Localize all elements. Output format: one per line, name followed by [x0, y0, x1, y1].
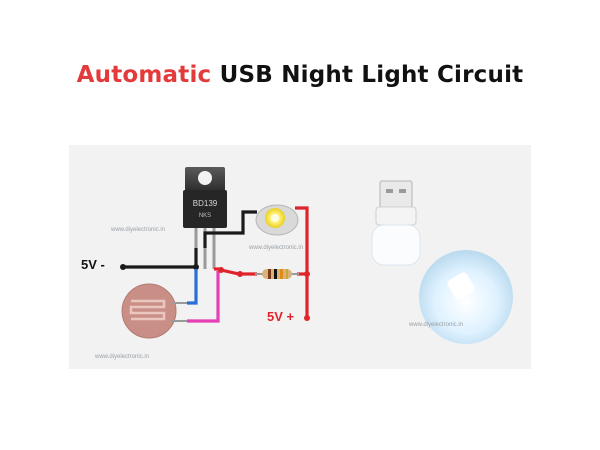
node-5v-negative — [120, 264, 126, 270]
wire-red-positive — [295, 206, 309, 318]
watermark: www.diyelectronic.in — [94, 354, 149, 360]
title-accent: Automatic — [76, 62, 212, 88]
ldr-track — [129, 299, 166, 321]
transistor: BD139 NKS — [183, 167, 227, 269]
node-base-junction — [237, 271, 243, 277]
led — [255, 204, 299, 236]
watermark: www.diyelectronic.in — [110, 227, 165, 233]
watermark: www.diyelectronic.in — [408, 322, 463, 328]
wire-blue — [187, 269, 198, 305]
watermark: www.diyelectronic.in — [248, 245, 303, 251]
ldr-body — [121, 283, 177, 339]
circuit-diagram: BD139 NKS — [81, 167, 513, 360]
title-rest: USB Night Light Circuit — [219, 62, 524, 88]
usb-plug — [379, 180, 413, 208]
transistor-hole — [198, 171, 212, 185]
transistor-sublabel: NKS — [199, 213, 211, 219]
node-emitter-junction — [193, 264, 199, 270]
circuit-image-panel: BD139 NKS — [69, 145, 531, 369]
wire-pink — [187, 271, 220, 323]
wire-black-collector — [203, 210, 257, 248]
node-5v-positive — [304, 315, 310, 321]
resistor — [255, 269, 299, 279]
usb-lamp-shade — [371, 224, 421, 266]
ldr — [121, 283, 187, 339]
usb-collar — [375, 206, 417, 226]
usb-lamp-glow — [419, 250, 513, 344]
wire-black-ground — [123, 248, 198, 269]
label-5v-positive: 5V + — [267, 309, 295, 324]
page-title: Automatic USB Night Light Circuit — [0, 62, 600, 88]
usb-lamp-product — [371, 180, 513, 344]
usb-lamp-lit — [447, 272, 475, 300]
transistor-body — [183, 190, 227, 228]
label-5v-negative: 5V - — [81, 257, 105, 272]
transistor-label: BD139 — [193, 199, 218, 208]
node-rail-junction — [304, 271, 310, 277]
node-base — [218, 267, 224, 273]
